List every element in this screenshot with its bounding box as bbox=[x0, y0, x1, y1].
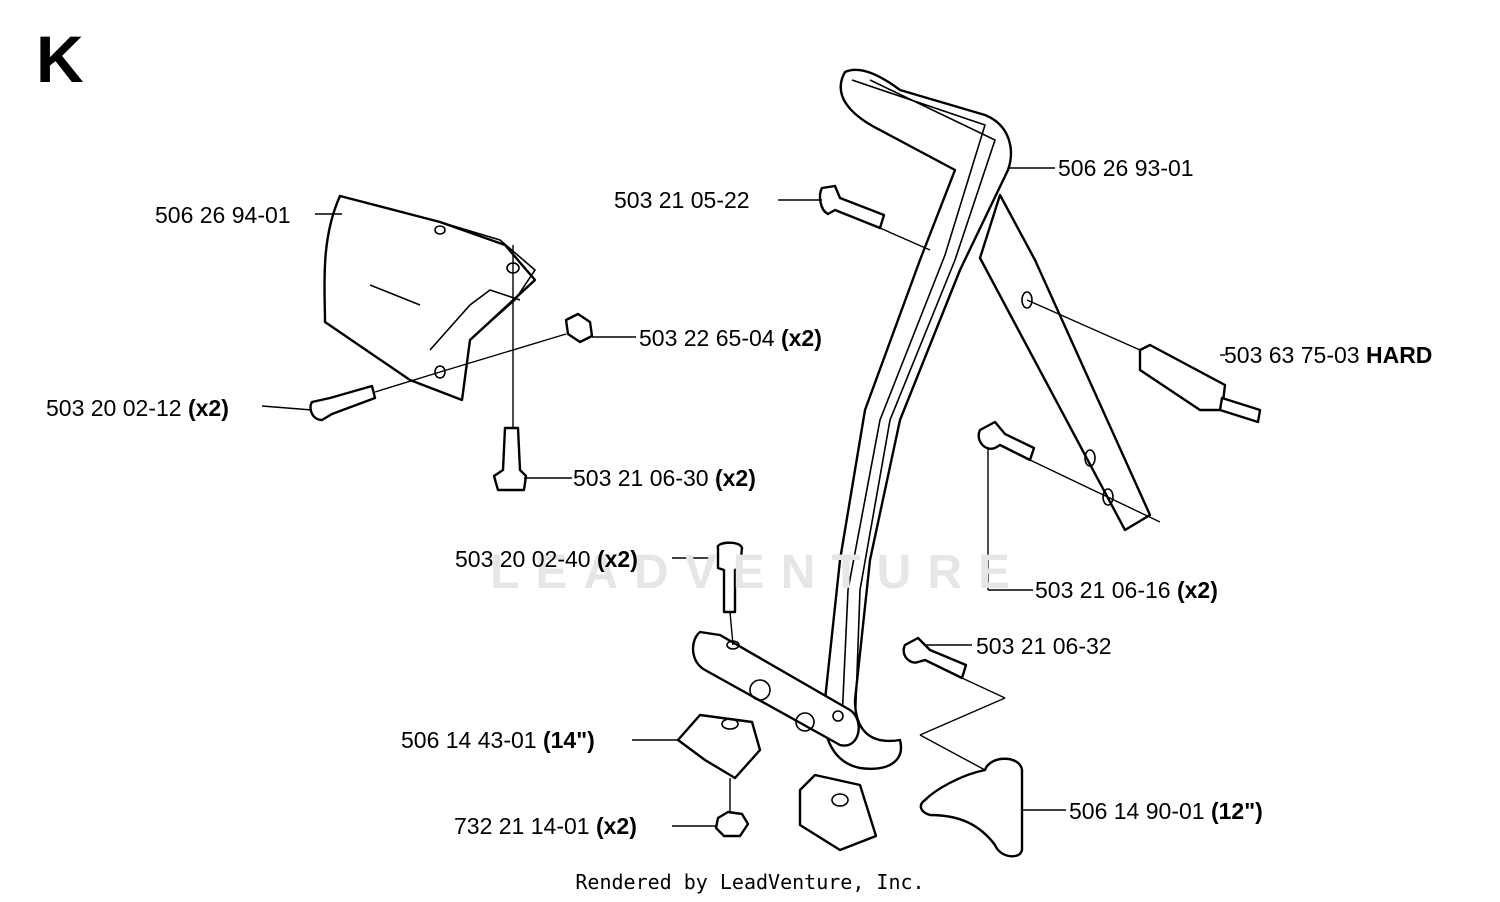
part-label[interactable]: 503 21 06-16 (x2) bbox=[1035, 577, 1218, 603]
part-number: 503 20 02-40 bbox=[455, 546, 591, 572]
part-number: 503 21 06-32 bbox=[976, 633, 1112, 659]
part-number: 506 26 94-01 bbox=[155, 202, 291, 228]
handle-bar-drawing bbox=[691, 68, 1152, 770]
part-label[interactable]: 506 14 90-01 (12") bbox=[1069, 798, 1263, 824]
part-label[interactable]: 732 21 14-01 (x2) bbox=[454, 813, 637, 839]
part-qty: (x2) bbox=[595, 813, 637, 839]
part-qty: (x2) bbox=[714, 465, 756, 491]
part-label[interactable]: 506 26 94-01 bbox=[155, 202, 291, 228]
part-number: 506 14 43-01 bbox=[401, 727, 537, 753]
part-qty: (x2) bbox=[1176, 577, 1218, 603]
part-label[interactable]: 506 26 93-01 bbox=[1058, 155, 1194, 181]
part-qty: (14") bbox=[542, 727, 595, 753]
part-number: 732 21 14-01 bbox=[454, 813, 590, 839]
part-label[interactable]: 506 14 43-01 (14") bbox=[401, 727, 595, 753]
part-qty: (x2) bbox=[187, 395, 229, 421]
part-number: 503 21 05-22 bbox=[614, 187, 750, 213]
part-label[interactable]: 503 21 06-32 bbox=[976, 633, 1112, 659]
part-qty: (12") bbox=[1210, 798, 1263, 824]
leader-lines bbox=[261, 167, 1225, 827]
watermark: LEADVENTURE bbox=[490, 546, 1027, 599]
part-label[interactable]: 503 63 75-03 HARD bbox=[1224, 342, 1432, 368]
part-number: 506 26 93-01 bbox=[1058, 155, 1194, 181]
part-qty: HARD bbox=[1365, 342, 1433, 368]
part-number: 503 21 06-30 bbox=[573, 465, 709, 491]
guard-plate-drawing bbox=[323, 194, 537, 402]
part-label[interactable]: 503 20 02-40 (x2) bbox=[455, 546, 638, 572]
part-number: 503 21 06-16 bbox=[1035, 577, 1171, 603]
part-label[interactable]: 503 20 02-12 (x2) bbox=[46, 395, 229, 421]
footer-credit: Rendered by LeadVenture, Inc. bbox=[575, 870, 925, 894]
part-number: 503 20 02-12 bbox=[46, 395, 182, 421]
part-label[interactable]: 503 21 05-22 bbox=[614, 187, 750, 213]
part-label[interactable]: 503 22 65-04 (x2) bbox=[639, 325, 822, 351]
fasteners-drawing bbox=[309, 184, 1262, 858]
part-label[interactable]: 503 21 06-30 (x2) bbox=[573, 465, 756, 491]
part-number: 503 22 65-04 bbox=[639, 325, 775, 351]
part-number: 506 14 90-01 bbox=[1069, 798, 1205, 824]
section-letter: K bbox=[36, 22, 84, 96]
part-qty: (x2) bbox=[596, 546, 638, 572]
part-qty: (x2) bbox=[780, 325, 822, 351]
part-number: 503 63 75-03 bbox=[1224, 342, 1360, 368]
